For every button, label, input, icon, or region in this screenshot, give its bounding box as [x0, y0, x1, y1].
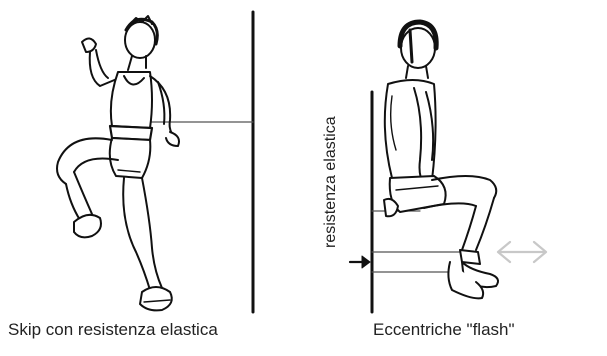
double-arrow-icon: [498, 242, 546, 262]
caption-right: Eccentriche "flash": [373, 320, 515, 340]
right-panel: [350, 22, 546, 312]
arrow-right-icon: [350, 256, 370, 268]
side-label-elastic-resistance: resistenza elastica: [322, 116, 340, 248]
left-panel: [57, 12, 253, 312]
skipping-athlete-icon: [57, 16, 179, 310]
caption-left: Skip con resistenza elastica: [8, 320, 218, 340]
seated-athlete-icon: [384, 22, 498, 298]
